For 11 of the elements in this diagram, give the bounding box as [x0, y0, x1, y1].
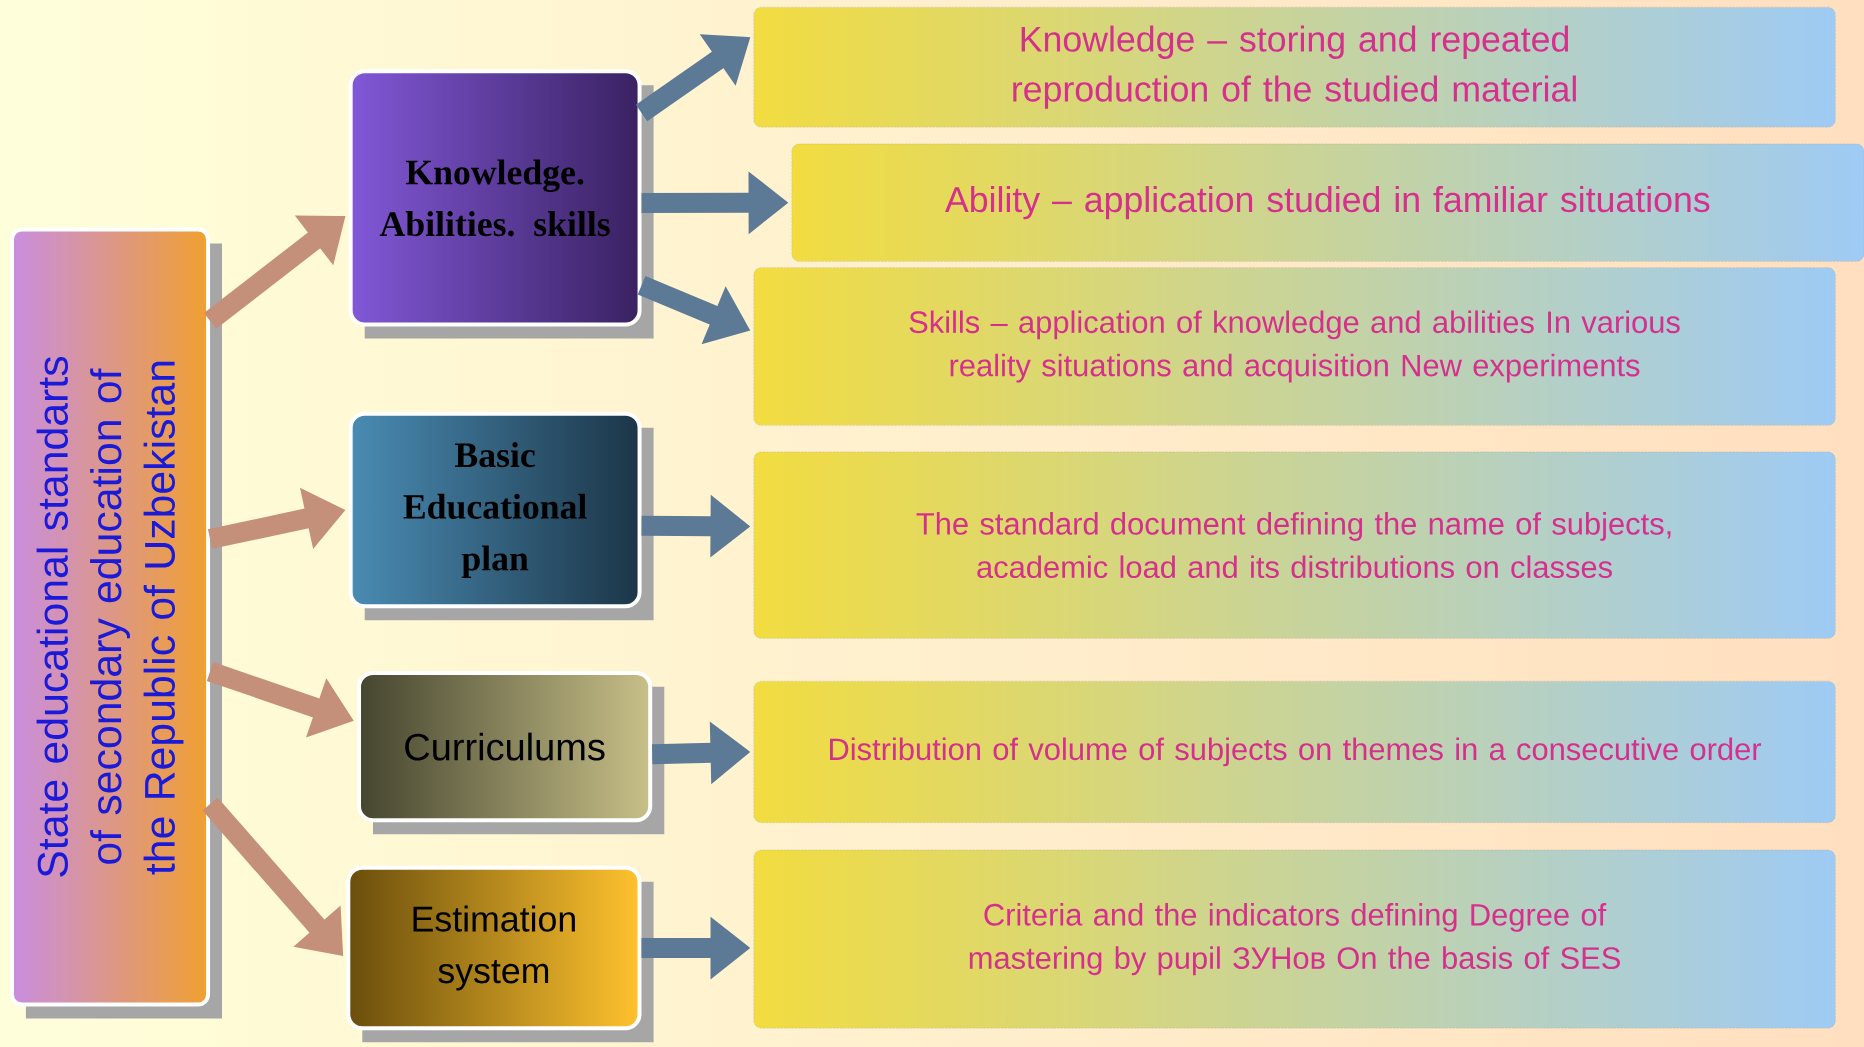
definition-box: The standard document defining the name of subjects, academic load and its distributions on classes [753, 451, 1836, 639]
category-box: Curriculums [357, 670, 665, 835]
standards-banner: State educational standarts of secondary education of the Republic of Uzbekistan [9, 227, 222, 1019]
category-box: Estimation system [346, 865, 654, 1043]
definition-box: Distribution of volume of subjects on themes in a consecutive order [753, 680, 1836, 823]
definition-box: Skills – application of knowledge and abilities In various reality situations and acquisition New experiments [753, 267, 1836, 426]
definition-box: Ability – application studied in familiar situations [791, 143, 1864, 262]
category-box: Knowledge. Abilities. skills [348, 69, 654, 339]
definition-box: Knowledge – storing and repeated reproduction of the studied material [753, 6, 1836, 128]
definition-box: Criteria and the indicators defining Degree of mastering by pupil ЗУНов On the basis of SES [753, 849, 1836, 1029]
category-box: Basic Educational plan [348, 411, 654, 621]
